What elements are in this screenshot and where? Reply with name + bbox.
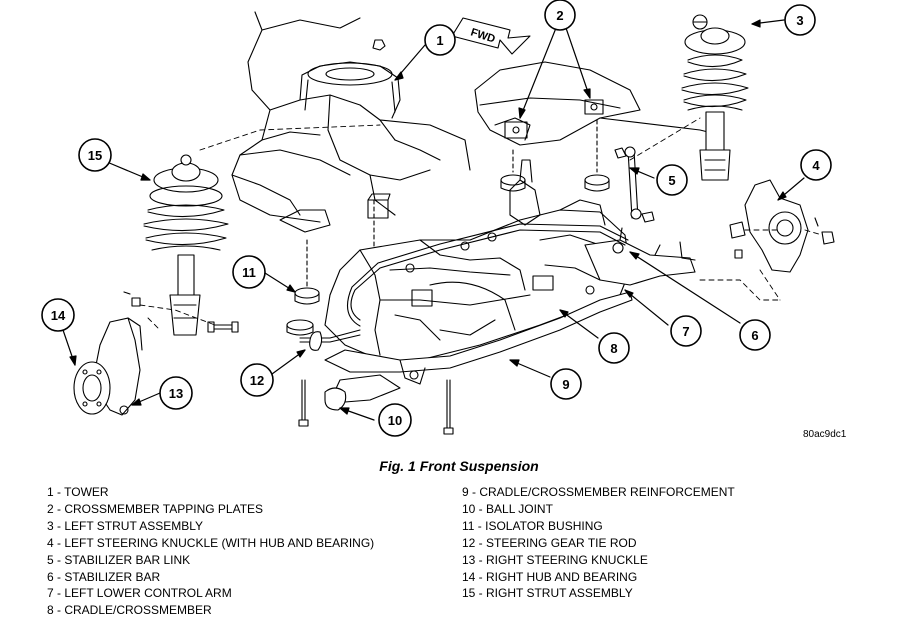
legend-item: 5 - STABILIZER BAR LINK	[47, 552, 191, 567]
left-steering-knuckle	[729, 179, 835, 273]
svg-text:6: 6	[751, 328, 758, 343]
svg-text:5: 5	[668, 173, 675, 188]
svg-text:4: 4	[812, 158, 820, 173]
callout-11: 11	[232, 255, 266, 289]
callout-7: 7	[670, 315, 702, 347]
legend-item: 3 - LEFT STRUT ASSEMBLY	[47, 518, 204, 533]
isolator-bushings	[286, 119, 610, 336]
callouts: 1 2 3 4 5 6 7 8 9 10 11 12 13 14 15	[41, 0, 832, 437]
lower-control-arm-left	[584, 227, 696, 286]
legend-item: 9 - CRADLE/CROSSMEMBER REINFORCEMENT	[462, 485, 735, 499]
callout-15: 15	[78, 138, 112, 172]
svg-text:3: 3	[796, 13, 803, 28]
callout-1: 1	[424, 24, 456, 56]
callout-6: 6	[739, 319, 771, 351]
small-hardware	[123, 291, 141, 307]
legend-item: 14 - RIGHT HUB AND BEARING	[462, 569, 638, 584]
legend-item: 7 - LEFT LOWER CONTROL ARM	[47, 586, 232, 601]
svg-text:11: 11	[242, 265, 256, 280]
assembly-guide-lines	[139, 117, 823, 331]
legend-item: 13 - RIGHT STEERING KNUCKLE	[462, 552, 648, 567]
callout-leaders	[62, 19, 805, 421]
callout-10: 10	[378, 403, 412, 437]
legend-left-column: 1 - TOWER 2 - CROSSMEMBER TAPPING PLATES…	[47, 484, 374, 619]
legend-item: 15 - RIGHT STRUT ASSEMBLY	[462, 586, 633, 601]
svg-text:10: 10	[388, 413, 402, 428]
right-strut-assembly	[143, 154, 229, 336]
legend-item: 4 - LEFT STEERING KNUCKLE (WITH HUB AND …	[47, 535, 375, 550]
left-strut-assembly	[681, 14, 749, 181]
legend-item: 8 - CRADLE/CROSSMEMBER	[47, 603, 212, 618]
cradle-crossmember	[324, 159, 631, 361]
right-hub-and-bearing	[73, 361, 111, 415]
image-code: 80ac9dc1	[803, 429, 847, 440]
svg-text:12: 12	[250, 373, 264, 388]
callout-5: 5	[656, 164, 688, 196]
svg-text:2: 2	[556, 8, 563, 23]
legend-item: 6 - STABILIZER BAR	[47, 569, 161, 584]
stabilizer-bar-link	[614, 146, 655, 223]
callout-9: 9	[550, 368, 582, 400]
svg-text:14: 14	[51, 308, 66, 323]
legend-item: 2 - CROSSMEMBER TAPPING PLATES	[47, 501, 264, 516]
suspension-diagram: FWD	[41, 0, 835, 437]
callout-8: 8	[598, 332, 630, 364]
callout-14: 14	[41, 298, 75, 332]
legend-item: 12 - STEERING GEAR TIE ROD	[462, 535, 637, 550]
svg-text:8: 8	[610, 341, 617, 356]
svg-text:9: 9	[562, 377, 569, 392]
callout-4: 4	[800, 149, 832, 181]
svg-text:1: 1	[436, 33, 443, 48]
tower-body-structure	[231, 11, 471, 233]
callout-3: 3	[784, 4, 816, 36]
figure-caption: Fig. 1 Front Suspension	[379, 458, 539, 474]
callout-13: 13	[159, 376, 193, 410]
legend-item: 11 - ISOLATOR BUSHING	[462, 518, 603, 533]
legend-item: 1 - TOWER	[47, 485, 109, 499]
stabilizer-bar	[346, 223, 629, 327]
lower-control-arm-right	[324, 374, 401, 411]
svg-text:7: 7	[682, 324, 689, 339]
legend-right-column: 9 - CRADLE/CROSSMEMBER REINFORCEMENT 10 …	[462, 484, 735, 602]
steering-gear-tie-rod	[299, 329, 361, 351]
legend-item: 10 - BALL JOINT	[462, 501, 553, 516]
callout-12: 12	[240, 363, 274, 397]
callout-2: 2	[544, 0, 576, 31]
svg-text:13: 13	[169, 386, 183, 401]
svg-text:15: 15	[88, 148, 102, 163]
mounting-bolts	[207, 321, 454, 435]
crossmember-tapping-plates	[474, 61, 721, 146]
fwd-arrow: FWD	[451, 17, 531, 55]
